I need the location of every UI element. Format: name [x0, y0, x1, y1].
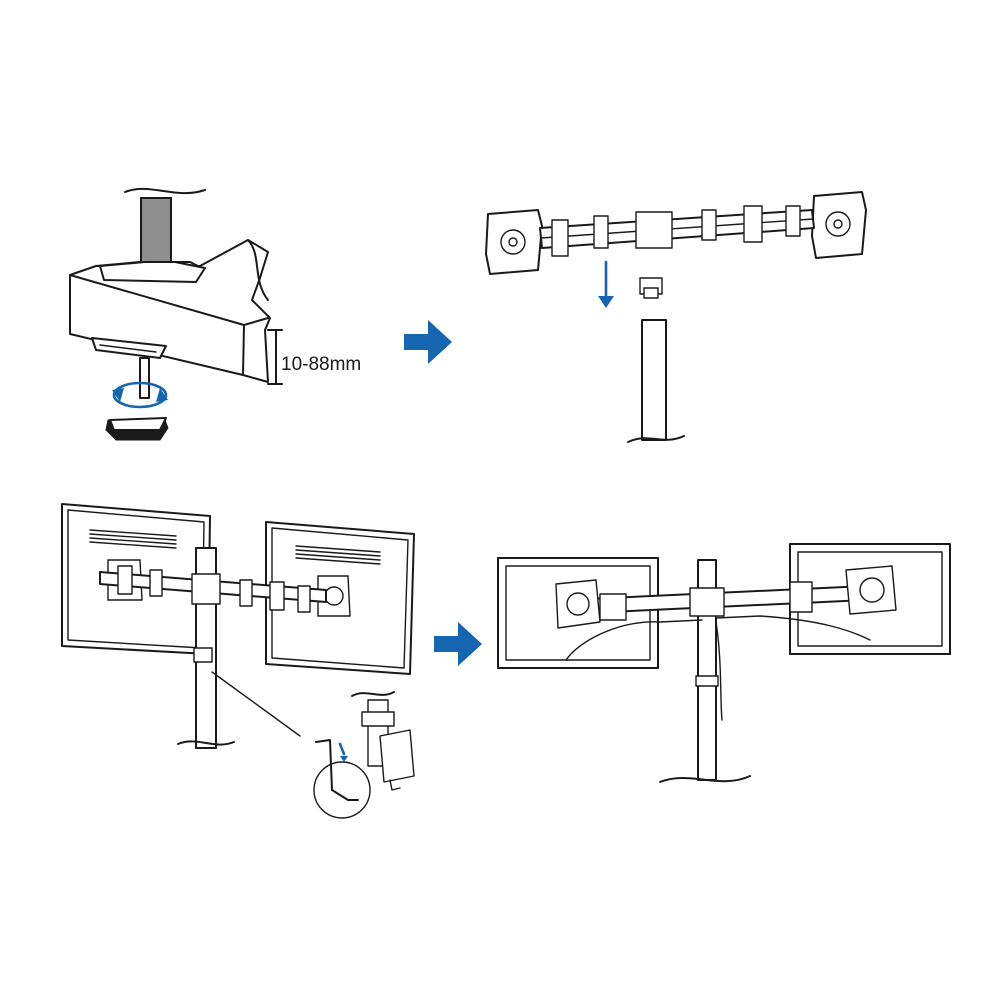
panel-attach-arm: [485, 191, 867, 443]
arrow-right-icon: [434, 622, 482, 666]
arrow-right-icon: [404, 320, 452, 364]
cable-clip: [193, 647, 213, 663]
panel-mount-monitors: [61, 503, 415, 819]
pole: [641, 319, 667, 441]
panel-final-assembly: [497, 543, 951, 783]
rotate-icon: [112, 381, 168, 409]
detail-zoom: [313, 761, 371, 819]
panel-clamp-to-desk: 10-88mm: [69, 187, 361, 441]
vent-left: [89, 529, 177, 549]
clamp-range-label: 10-88mm: [281, 354, 361, 375]
center-hub: [689, 587, 725, 617]
clamp-screw: [139, 357, 150, 399]
arrow-down-icon: [338, 742, 346, 756]
center-hub: [635, 211, 673, 249]
cable-clip: [695, 675, 719, 687]
vent-right: [295, 545, 381, 565]
